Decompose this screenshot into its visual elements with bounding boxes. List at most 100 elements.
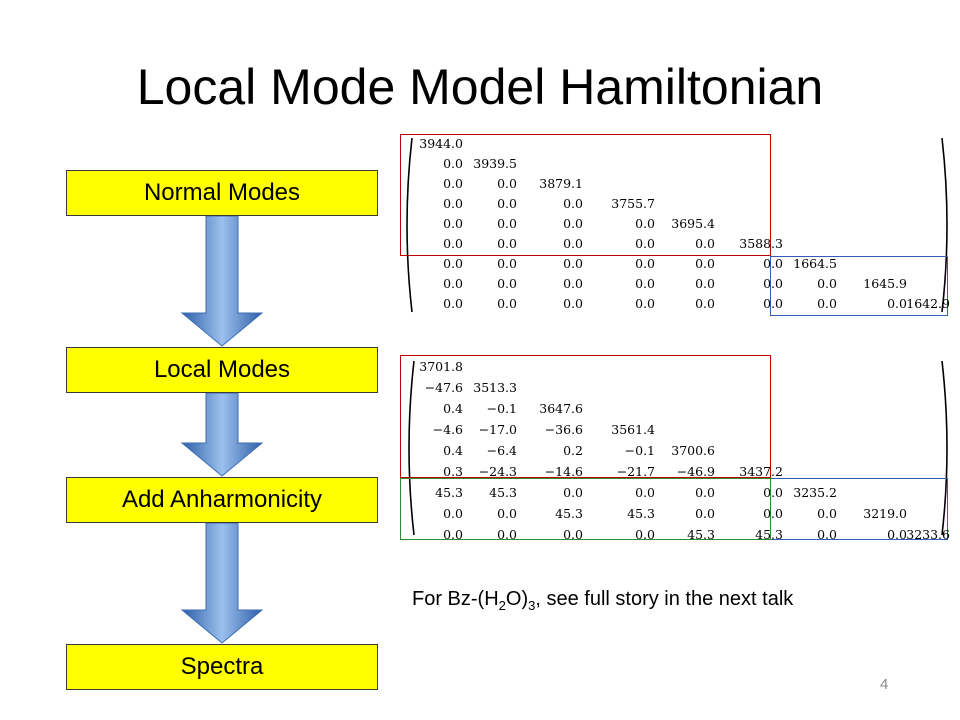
matrix-cell: −36.6 [544,422,583,437]
matrix-cell: 0.0 [817,296,837,311]
down-arrow-icon [180,393,264,477]
bend-block-highlight [770,256,948,316]
matrix-cell: 0.0 [443,506,463,521]
matrix-cell: 0.2 [563,443,583,458]
matrix-cell: 0.0 [563,296,583,311]
stretch-block-highlight [400,355,771,478]
matrix-cell: −17.0 [478,422,517,437]
left-paren-icon [408,360,415,536]
matrix-cell: 0.0 [763,296,783,311]
matrix-cell: 0.0 [817,506,837,521]
note-subscript: 3 [528,598,536,613]
matrix-cell: 0.0 [443,216,463,231]
matrix-cell: 3437.2 [739,464,783,479]
matrix-cell: 0.0 [443,256,463,271]
matrix-cell: 45.3 [627,506,655,521]
matrix-cell: 3219.0 [863,506,907,521]
matrix-cell: 45.3 [489,485,517,500]
matrix-cell: −4.6 [432,422,463,437]
matrix-cell: 0.0 [443,296,463,311]
matrix-cell: 0.0 [887,296,907,311]
matrix-cell: −24.3 [478,464,517,479]
matrix-cell: 0.0 [763,506,783,521]
matrix-cell: 0.0 [887,527,907,542]
matrix-cell: 0.0 [497,506,517,521]
footnote-text: For Bz-(H2O)3, see full story in the nex… [412,588,793,613]
matrix-cell: 0.0 [497,216,517,231]
left-paren-icon [406,137,413,313]
matrix-cell: 0.0 [497,256,517,271]
matrix-cell: 3939.5 [473,156,517,171]
matrix-cell: 0.0 [443,176,463,191]
matrix-cell: −6.4 [486,443,517,458]
matrix-cell: 0.0 [763,256,783,271]
matrix-cell: 0.0 [497,196,517,211]
matrix-cell: 0.0 [635,276,655,291]
matrix-cell: 0.0 [497,296,517,311]
matrix-cell: 3944.0 [419,136,463,151]
matrix-cell: 0.0 [635,527,655,542]
matrix-cell: 0.0 [695,236,715,251]
matrix-cell: 0.0 [497,276,517,291]
matrix-cell: 0.4 [443,401,463,416]
matrix-cell: 45.3 [687,527,715,542]
slide-title: Local Mode Model Hamiltonian [136,59,824,115]
coupling-block-highlight [400,478,771,540]
matrix-cell: 0.0 [563,256,583,271]
down-arrow-icon [180,216,264,347]
matrix-cell: 0.0 [563,485,583,500]
matrix-cell: 3879.1 [539,176,583,191]
matrix-cell: 0.0 [443,196,463,211]
matrix-cell: −21.7 [616,464,655,479]
matrix-cell: 0.0 [497,236,517,251]
matrix-cell: 3755.7 [611,196,655,211]
stretch-block-highlight [400,134,771,256]
normal-mode-hamiltonian-matrix: 3944.0 0.0 3939.5 0.0 0.0 3879.1 0.0 0.0 0.0 3755… [400,134,956,316]
matrix-cell: 0.0 [563,216,583,231]
matrix-cell: 3695.4 [671,216,715,231]
flow-step-local-modes: Local Modes [66,347,378,393]
matrix-cell: 3513.3 [473,380,517,395]
matrix-cell: 0.0 [695,485,715,500]
matrix-cell: 0.0 [763,276,783,291]
matrix-cell: 0.0 [497,527,517,542]
note-prefix: For Bz-(H [412,588,499,610]
flow-step-add-anharmonicity: Add Anharmonicity [66,477,378,523]
matrix-cell: 3588.3 [739,236,783,251]
matrix-cell: 0.0 [635,256,655,271]
matrix-cell: −47.6 [424,380,463,395]
note-suffix: , see full story in the next talk [535,588,794,610]
matrix-cell: 45.3 [435,485,463,500]
matrix-cell: 0.0 [443,236,463,251]
matrix-cell: 0.0 [563,276,583,291]
flow-step-normal-modes: Normal Modes [66,170,378,216]
matrix-cell: 0.0 [635,216,655,231]
matrix-cell: 3561.4 [611,422,655,437]
matrix-cell: 3235.2 [793,485,837,500]
matrix-cell: 0.0 [695,276,715,291]
flow-step-spectra: Spectra [66,644,378,690]
matrix-cell: 0.0 [817,527,837,542]
matrix-cell: −46.9 [676,464,715,479]
right-paren-icon [941,137,948,313]
note-subscript: 2 [498,598,506,613]
matrix-cell: 0.0 [497,176,517,191]
down-arrow-icon [180,523,264,644]
right-paren-icon [941,360,948,536]
matrix-cell: 0.0 [563,196,583,211]
matrix-cell: 0.0 [563,236,583,251]
matrix-cell: 0.0 [695,506,715,521]
matrix-cell: 0.0 [695,296,715,311]
matrix-cell: 0.0 [817,276,837,291]
matrix-cell: 1642.9 [906,296,950,311]
matrix-cell: 3701.8 [419,359,463,374]
matrix-cell: 0.0 [443,156,463,171]
matrix-cell: 0.0 [695,256,715,271]
matrix-cell: 0.0 [763,485,783,500]
matrix-cell: 3647.6 [539,401,583,416]
matrix-cell: 3700.6 [671,443,715,458]
matrix-cell: 0.0 [635,485,655,500]
matrix-cell: 0.3 [443,464,463,479]
matrix-cell: 0.0 [563,527,583,542]
